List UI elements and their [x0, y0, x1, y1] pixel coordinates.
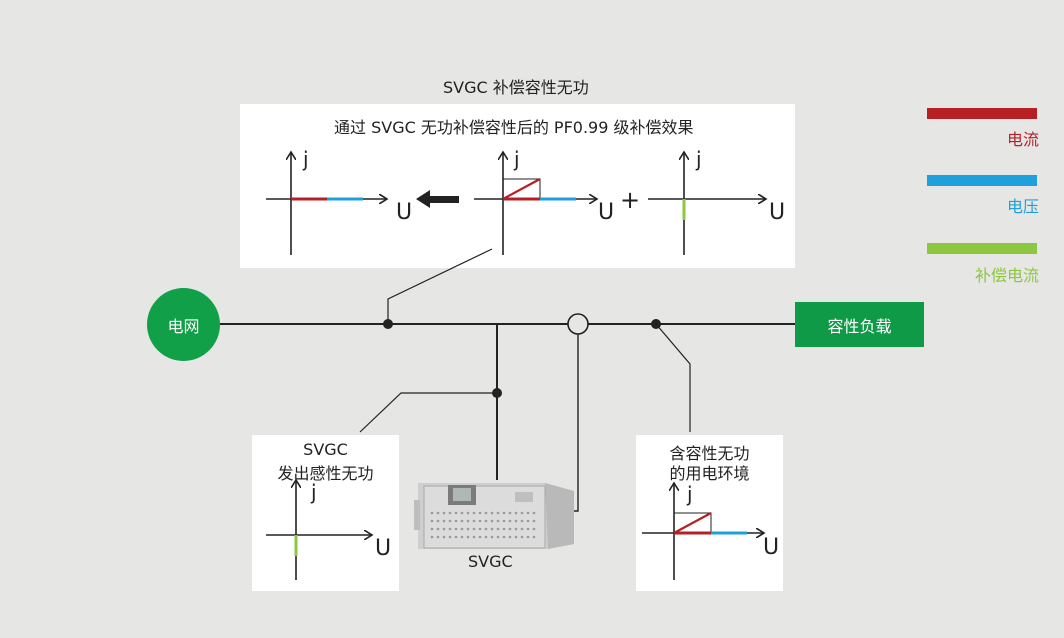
legend-swatch-voltage: [927, 175, 1037, 186]
leader-left: [359, 392, 497, 433]
legend-label-current: 电流: [1006, 130, 1039, 149]
axis-label-u-svgc: U: [375, 536, 392, 561]
vector-diagram-3: [648, 152, 766, 255]
current-transformer-ring: [567, 313, 589, 335]
vector-diagram-1: [266, 152, 387, 255]
vector-diagram-svgc: [266, 480, 372, 580]
axis-label-j-environment: j: [687, 482, 693, 506]
capacitive-load-label: 容性负载: [827, 316, 892, 336]
axis-label-j-3: j: [696, 147, 702, 171]
top-panel-caption: 通过 SVGC 无功补偿容性后的 PF0.99 级补偿效果: [334, 118, 694, 137]
axis-label-j-2: j: [514, 147, 520, 171]
svgc-device-image: [414, 483, 574, 549]
axis-label-u-3: U: [769, 200, 786, 225]
leader-right: [655, 323, 691, 432]
diagram-title: SVGC 补偿容性无功: [443, 78, 589, 97]
environment-panel-title: 含容性无功: [669, 444, 750, 463]
leader-top: [387, 248, 493, 324]
legend-label-compensation: 补偿电流: [974, 266, 1039, 285]
top-panel: 通过 SVGC 无功补偿容性后的 PF0.99 级补偿效果: [240, 104, 795, 268]
axis-label-u-2: U: [598, 200, 615, 225]
legend-swatch-compensation: [927, 243, 1037, 254]
axis-label-u-1: U: [396, 200, 413, 225]
axis-label-j-1: j: [303, 147, 309, 171]
plus-sign: +: [620, 186, 641, 214]
axis-label-u-environment: U: [763, 535, 780, 560]
capacitive-load-box: 容性负载: [795, 302, 924, 347]
svgc-device-label: SVGC: [468, 552, 513, 571]
result-arrow: [416, 190, 459, 208]
svgc-panel-title: SVGC: [303, 440, 348, 459]
svgc-panel-subtitle: 发出感性无功: [277, 464, 374, 483]
svgc-panel: [252, 435, 399, 591]
axis-label-j-svgc: j: [311, 480, 317, 504]
legend-swatch-current: [927, 108, 1037, 119]
environment-panel-subtitle: 的用电环境: [669, 464, 750, 483]
grid-source-label: 电网: [167, 316, 200, 336]
legend-label-voltage: 电压: [1006, 197, 1039, 216]
grid-source-node: 电网: [147, 288, 220, 361]
vector-diagram-2: [474, 152, 597, 255]
vector-diagram-environment: [642, 483, 764, 580]
